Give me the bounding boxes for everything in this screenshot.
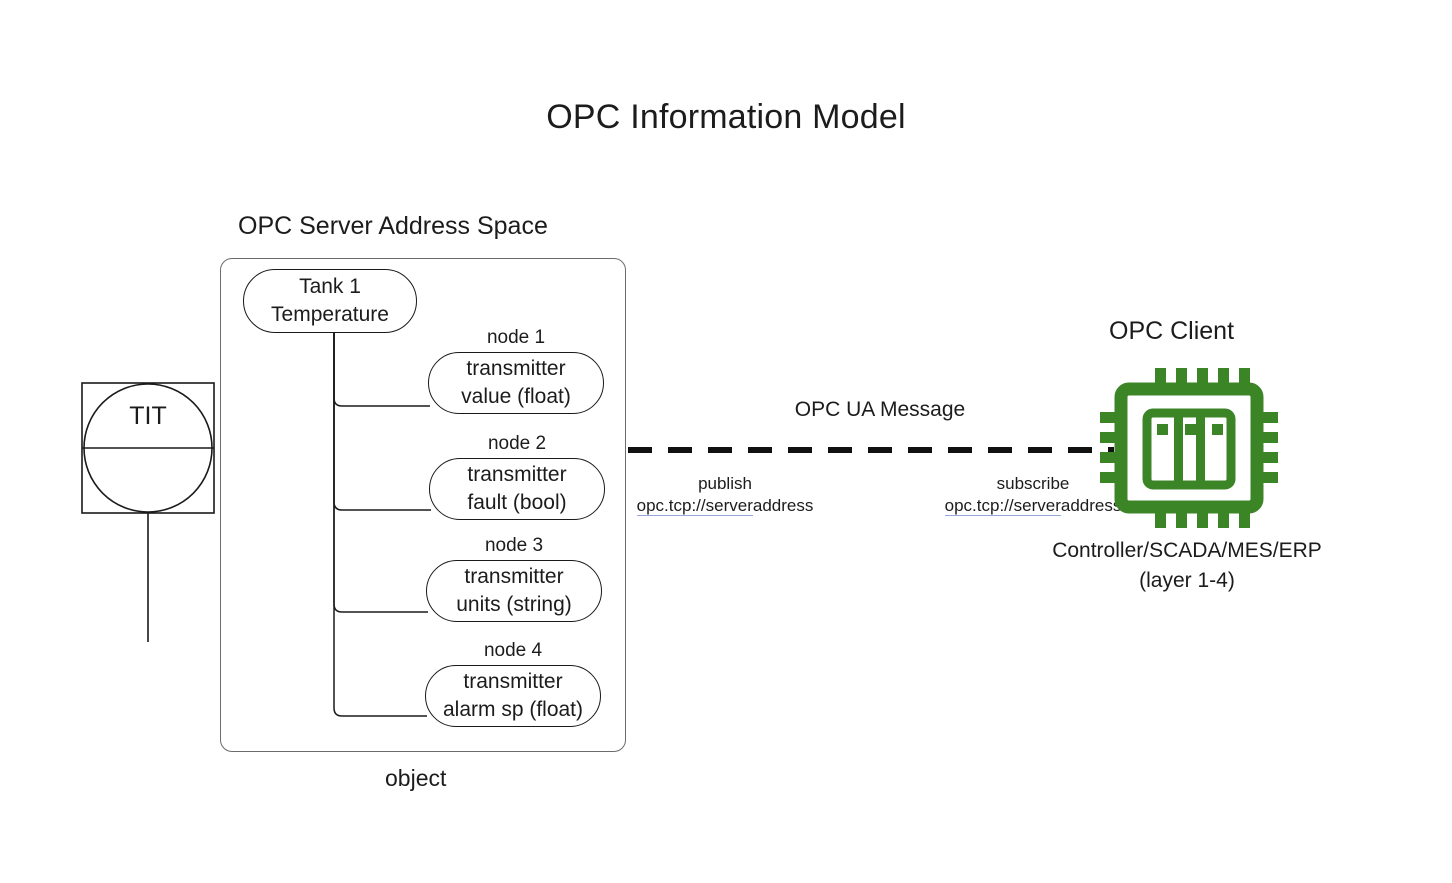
client-caption-line-2: (layer 1-4) [1139, 569, 1235, 592]
subscribe-uri-link[interactable]: opc.tcp://server [944, 496, 1061, 516]
node-3-line-2: units (string) [456, 593, 572, 616]
node-2-line-1: transmitter [467, 463, 567, 486]
connector-to-node-4 [333, 333, 427, 717]
publish-action-label: publish [698, 474, 752, 493]
publish-uri-tail: address [752, 496, 814, 515]
chip-body-outline [1114, 382, 1264, 514]
subscribe-endpoint: subscribe opc.tcp://serveraddress [933, 473, 1133, 517]
client-caption: Controller/SCADA/MES/ERP (layer 1-4) [1012, 536, 1362, 596]
node-1-tag-label: node 1 [486, 327, 546, 348]
tit-instrument-symbol [81, 382, 215, 642]
node-tree-connectors [333, 333, 431, 717]
publish-endpoint: publish opc.tcp://serveraddress [625, 473, 825, 517]
node-2-tag-label: node 2 [487, 433, 547, 454]
node-4-line-2: alarm sp (float) [442, 698, 584, 721]
chip-inner-pads [1157, 424, 1223, 435]
address-space-container [220, 258, 626, 752]
opc-client-heading: OPC Client [1109, 317, 1235, 345]
node-2-transmitter-fault[interactable]: transmitter fault (bool) [429, 458, 605, 520]
node-2-line-2: fault (bool) [467, 491, 567, 514]
cpu-chip-icon [1100, 368, 1278, 528]
address-space-heading: OPC Server Address Space [238, 212, 548, 240]
publish-uri: opc.tcp://serveraddress [625, 495, 825, 517]
object-caption-label: object [385, 765, 447, 791]
node-root-line-2: Temperature [271, 303, 389, 326]
client-caption-line-1: Controller/SCADA/MES/ERP [1052, 539, 1322, 562]
node-root-line-1: Tank 1 [299, 275, 361, 298]
node-3-line-1: transmitter [464, 565, 564, 588]
node-1-line-1: transmitter [466, 357, 566, 380]
node-1-line-2: value (float) [461, 385, 571, 408]
connector-to-node-2 [333, 333, 431, 511]
node-3-transmitter-units[interactable]: transmitter units (string) [426, 560, 602, 622]
subscribe-action-label: subscribe [996, 474, 1070, 493]
node-3-tag-label: node 3 [484, 535, 544, 556]
subscribe-uri: opc.tcp://serveraddress [933, 495, 1133, 517]
node-4-transmitter-alarm-sp[interactable]: transmitter alarm sp (float) [425, 665, 601, 727]
node-4-tag-label: node 4 [483, 640, 543, 661]
ua-message-dashed-line [628, 447, 1114, 453]
connector-to-node-1 [333, 333, 430, 407]
publish-uri-link[interactable]: opc.tcp://server [636, 496, 753, 516]
ua-message-label: OPC UA Message [794, 398, 966, 421]
node-4-line-1: transmitter [463, 670, 563, 693]
page-title: OPC Information Model [546, 98, 906, 136]
chip-inner-bars [1174, 413, 1205, 485]
chip-die-outline [1142, 408, 1236, 490]
node-tank-1-temperature[interactable]: Tank 1 Temperature [243, 269, 417, 333]
node-1-transmitter-value[interactable]: transmitter value (float) [428, 352, 604, 414]
connector-to-node-3 [333, 333, 428, 613]
subscribe-uri-tail: address [1060, 496, 1122, 515]
tit-tag-label: TIT [129, 402, 167, 430]
